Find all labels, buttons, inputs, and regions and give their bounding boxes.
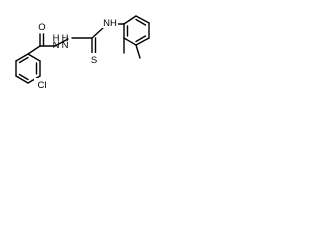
amine-mask (102, 16, 118, 28)
dimethylphenyl-ring (123, 15, 150, 46)
ring-a-bond-4 (15, 75, 29, 84)
ring-b-double-2 (135, 35, 147, 43)
ring-a-double-3 (18, 73, 29, 81)
ring-a-bond-1 (27, 53, 41, 62)
methyl-bond-meta (135, 44, 141, 59)
ring-b-double-1 (135, 18, 147, 26)
ring-b-bond-4 (135, 37, 150, 46)
oxygen-atom-label: O (38, 22, 45, 33)
hydrazide-h-label-2: H (62, 33, 69, 44)
ring-to-carbonyl-bond (27, 45, 41, 55)
hydrazide-h-label-1: H (53, 33, 60, 44)
oxygen-mask (35, 20, 49, 32)
ring-b-bond-2 (135, 15, 150, 24)
chlorine-atom-label: Cl (38, 80, 47, 91)
sulfur-atom-label: S (91, 55, 97, 66)
chlorine-mask (34, 78, 50, 90)
ring-b-bond-1 (123, 15, 137, 25)
n1-to-n2-bond (54, 38, 69, 47)
ring-a-bond-6 (15, 53, 29, 62)
sulfur-mask (88, 53, 100, 65)
atom-labels: O H N H N NH S Cl (34, 16, 118, 91)
ring-a-double-1 (18, 56, 29, 64)
hydrazide-n-label-1: N (53, 40, 60, 51)
amine-nh-label: NH (103, 18, 117, 29)
hydrazide-n-label-2: N (62, 40, 69, 51)
thiocarbon-to-nh-bond (91, 27, 104, 39)
ring-b-bond-5 (123, 37, 137, 46)
bonds (15, 15, 150, 84)
chemical-structure-diagram: O H N H N NH S Cl (15, 15, 150, 91)
